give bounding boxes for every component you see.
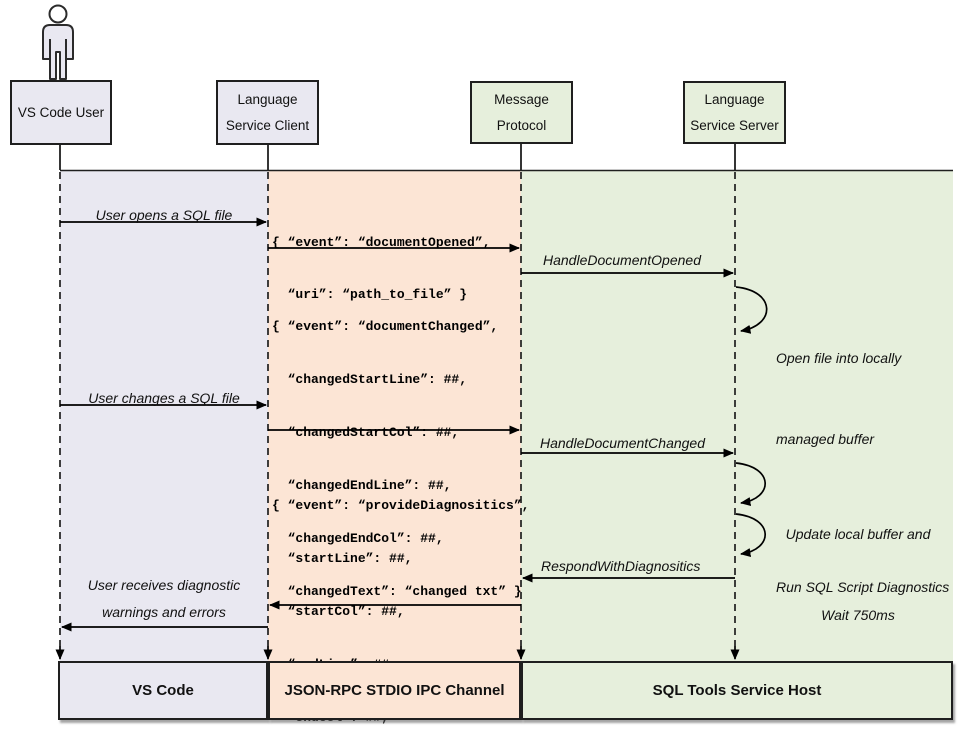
label-line: User receives diagnostic	[87, 577, 241, 593]
payload-line: { “event”: “documentChanged”,	[272, 319, 499, 334]
payload-line: “changedStartCol”: ##,	[272, 425, 460, 440]
label-handle-document-opened: HandleDocumentOpened	[543, 252, 701, 268]
note-update-buffer: Update local buffer and Wait 750ms	[773, 467, 943, 683]
payload-line: “startCol”: ##,	[272, 604, 405, 619]
label-user-opens-file: User opens a SQL file	[95, 207, 233, 223]
label-user-changes-file: User changes a SQL file	[88, 390, 240, 406]
note-line: Wait 750ms	[821, 607, 895, 623]
header-box-message-protocol: Message Protocol	[470, 81, 573, 144]
header-box-language-service-server: Language Service Server	[683, 81, 786, 144]
payload-line: { “event”: “provideDiagnositics”,	[272, 498, 530, 513]
footer-box-ipc-channel: JSON-RPC STDIO IPC Channel	[268, 661, 521, 720]
header-label: Language	[237, 91, 298, 107]
note-open-buffer: Open file into locally managed buffer	[776, 291, 901, 507]
note-line: Run SQL Script Diagnostics	[776, 579, 950, 595]
payload-line: “changedEndLine”: ##,	[272, 478, 452, 493]
label-line: warnings and errors	[102, 604, 226, 620]
payload-line: “changedText”: “changed txt” }	[272, 584, 522, 599]
header-box-vscode-user: VS Code User	[10, 80, 112, 145]
payload-line: { “event”: “documentOpened”,	[272, 235, 491, 250]
header-label: Protocol	[496, 117, 547, 133]
header-label: VS Code User	[17, 104, 105, 120]
payload-line: “uri”: “path_to_file” }	[272, 287, 468, 302]
payload-line: “changedEndCol”: ##,	[272, 531, 444, 546]
footer-label: VS Code	[132, 682, 194, 699]
payload-document-opened: { “event”: “documentOpened”, “uri”: “pat…	[272, 202, 490, 336]
header-label: Message	[494, 91, 549, 107]
lane-vscode	[60, 171, 268, 661]
user-actor-icon	[42, 4, 74, 80]
lane-service-host	[521, 171, 953, 661]
note-line: Open file into locally	[776, 350, 902, 366]
payload-document-changed: { “event”: “documentChanged”, “changedSt…	[272, 285, 522, 633]
payload-line: “startLine”: ##,	[272, 551, 413, 566]
note-line: managed buffer	[776, 431, 875, 447]
footer-label: SQL Tools Service Host	[652, 682, 822, 699]
label-respond-with-diagnostics: RespondWithDiagnositics	[541, 558, 701, 574]
label-handle-document-changed: HandleDocumentChanged	[540, 435, 705, 451]
header-label: Service Server	[690, 117, 779, 133]
footer-box-vscode: VS Code	[58, 661, 268, 720]
header-box-language-service-client: Language Service Client	[216, 80, 319, 145]
payload-line: “changedStartLine”: ##,	[272, 372, 468, 387]
footer-box-service-host: SQL Tools Service Host	[521, 661, 953, 720]
lane-ipc-channel	[268, 171, 521, 661]
footer-label: JSON-RPC STDIO IPC Channel	[284, 682, 505, 699]
header-label: Service Client	[225, 117, 310, 133]
header-label: Language	[704, 91, 765, 107]
note-line: Update local buffer and	[785, 526, 931, 542]
label-user-receives-diagnostics: User receives diagnostic warnings and er…	[60, 572, 268, 626]
